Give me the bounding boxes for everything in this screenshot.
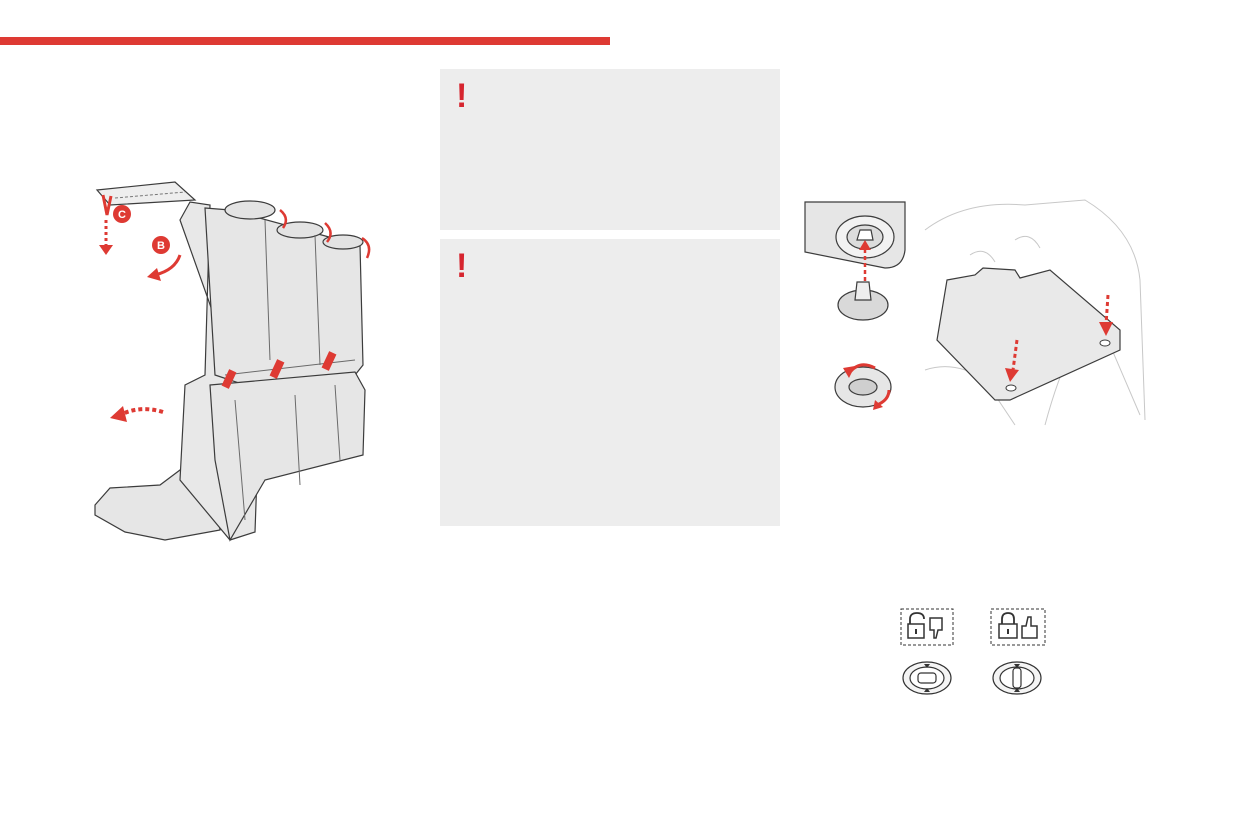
warning-panel-1: ! bbox=[440, 69, 780, 230]
warning-exclamation-icon: ! bbox=[456, 247, 468, 285]
callout-b-label: B bbox=[157, 240, 165, 252]
warning-panel-2: ! bbox=[440, 239, 780, 526]
warning-exclamation-icon: ! bbox=[456, 77, 468, 115]
unlocked-padlock-thumbs-down-icon bbox=[900, 608, 954, 695]
floor-fixing-detail-illustration bbox=[804, 201, 906, 410]
seat-removal-illustration: C B bbox=[94, 181, 371, 542]
callout-c-label: C bbox=[118, 209, 126, 221]
header-accent-bar bbox=[0, 37, 610, 45]
locked-padlock-thumbs-up-icon bbox=[990, 608, 1046, 695]
floor-mat-illustration bbox=[924, 199, 1146, 426]
